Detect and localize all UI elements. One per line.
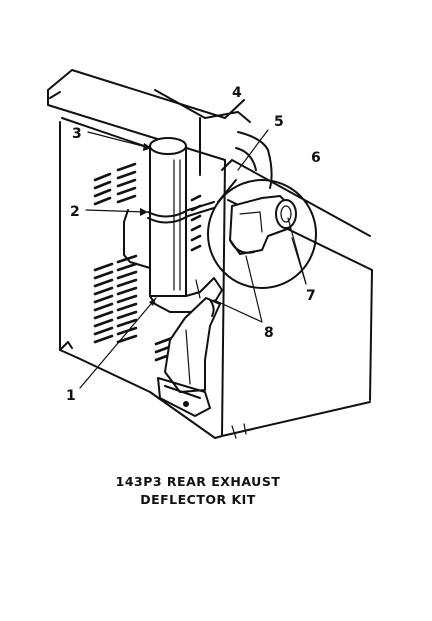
callout-8: 8 [264, 325, 274, 341]
callout-3: 3 [72, 126, 82, 142]
dryer-cabinet [47, 69, 373, 439]
caption-line-1: 143P3 REAR EXHAUST [116, 474, 281, 489]
callout-4: 4 [232, 85, 242, 101]
leader-lines [79, 129, 307, 389]
callout-6: 6 [311, 150, 321, 166]
callout-5: 5 [274, 114, 284, 130]
exhaust-pipe [147, 137, 223, 313]
callout-1: 1 [66, 388, 76, 404]
caption-line-2: DEFLECTOR KIT [140, 492, 256, 507]
deflector-chute [157, 297, 221, 417]
callout-2: 2 [70, 204, 80, 220]
callout-7: 7 [306, 288, 316, 304]
panel-cutout [123, 209, 151, 269]
detail-zoom-circle [207, 179, 317, 289]
